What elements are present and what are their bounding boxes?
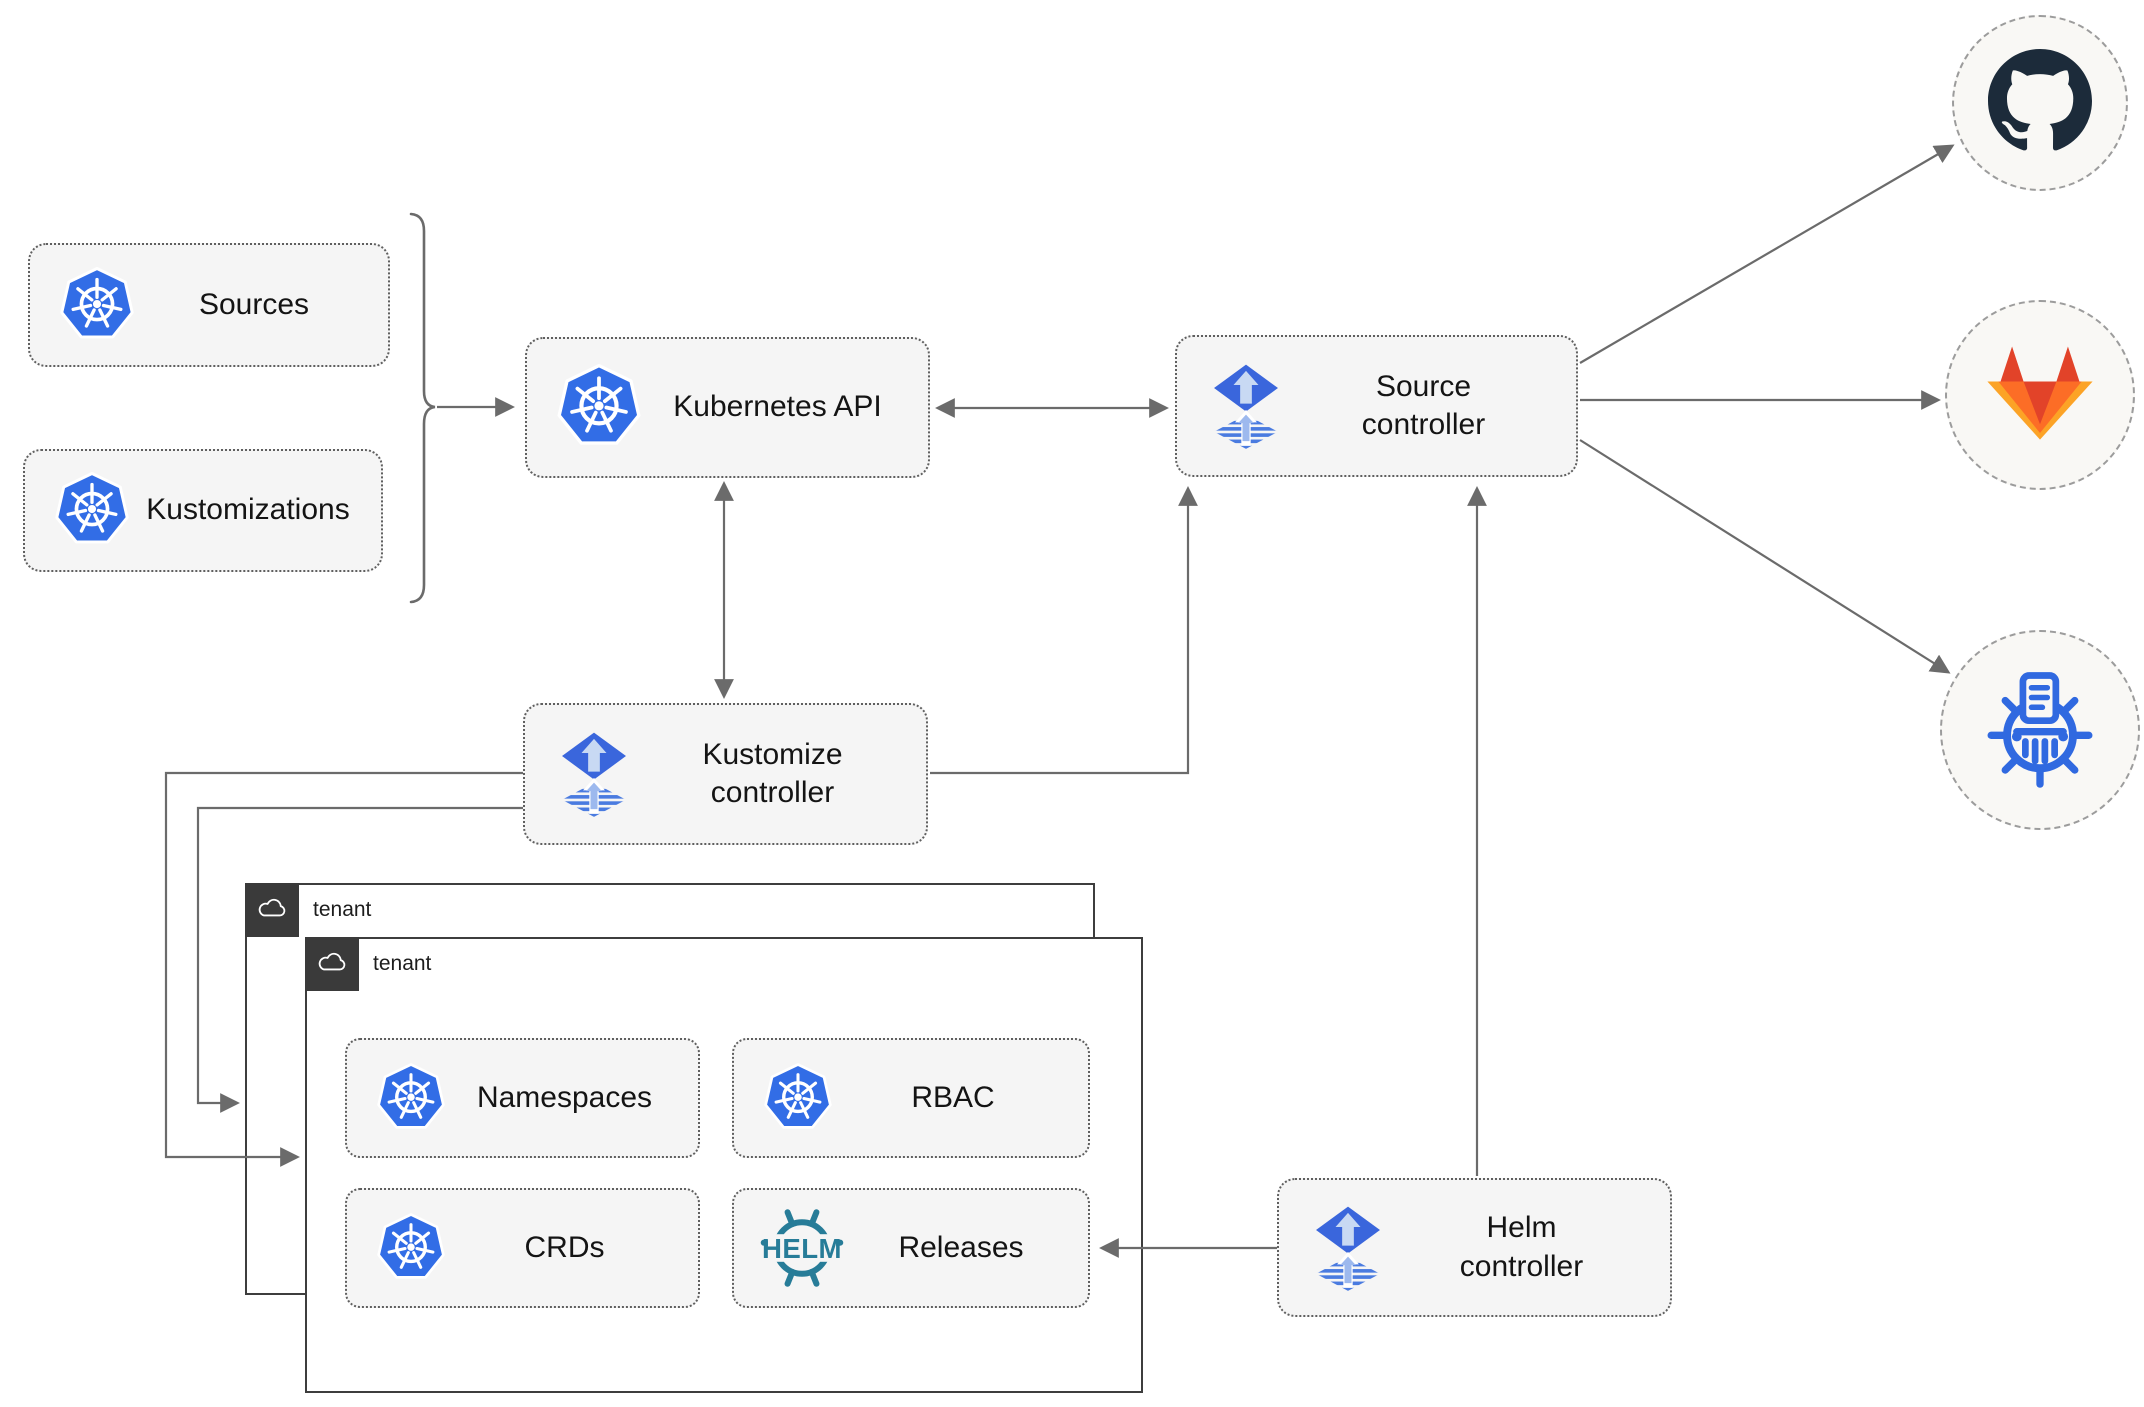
node-helm-controller: Helm controller [1277, 1178, 1672, 1317]
edge-kustomize-to-source-controller [930, 486, 1198, 775]
cloud-icon [315, 949, 349, 980]
cloud-icon [255, 895, 289, 926]
tenant-tag [305, 937, 359, 991]
node-sources: Sources [28, 243, 390, 367]
node-kustomizations: Kustomizations [23, 449, 383, 572]
tenant-label: tenant [373, 952, 432, 975]
kubernetes-icon [55, 472, 129, 549]
edge-source-to-github [1579, 144, 1955, 364]
kubernetes-icon [377, 1212, 445, 1284]
node-label: Kustomizations [146, 493, 350, 527]
bracket-sources-group [409, 212, 436, 604]
node-crds: CRDs [345, 1188, 700, 1308]
github-icon [1988, 48, 2092, 158]
tenant-tag [245, 883, 299, 937]
tenant-box-front: tenant [305, 937, 1143, 1393]
node-source-controller: Source controller [1175, 335, 1578, 477]
node-releases: HELM Releases [732, 1188, 1090, 1308]
chartmuseum-icon [1979, 667, 2101, 794]
tenant-label: tenant [313, 898, 372, 921]
node-kubernetes-api: Kubernetes API [525, 337, 930, 478]
helm-icon: HELM [756, 1202, 848, 1294]
node-github [1952, 15, 2128, 191]
kubernetes-icon [60, 266, 134, 344]
node-label: CRDs [524, 1230, 605, 1264]
node-label: Source controller [1361, 369, 1486, 441]
node-chartmuseum [1940, 630, 2140, 830]
node-namespaces: Namespaces [345, 1038, 700, 1158]
flux-icon [1207, 363, 1285, 449]
helm-wordmark: HELM [762, 1233, 842, 1264]
kubernetes-icon [377, 1062, 445, 1134]
flux-icon [555, 731, 633, 817]
kubernetes-icon [764, 1062, 832, 1134]
gitlab-icon [1985, 341, 2095, 449]
edge-source-to-chartmuseum [1579, 439, 1951, 674]
node-label: Sources [198, 287, 310, 321]
node-label: Helm controller [1459, 1211, 1584, 1283]
node-kustomize-controller: Kustomize controller [523, 703, 928, 845]
node-label: Kubernetes API [673, 390, 882, 424]
node-rbac: RBAC [732, 1038, 1090, 1158]
node-label: Kustomize controller [702, 737, 843, 809]
kubernetes-icon [557, 364, 641, 451]
node-label: Releases [898, 1230, 1024, 1264]
node-gitlab [1945, 300, 2135, 490]
flux-icon [1309, 1205, 1387, 1291]
node-label: RBAC [911, 1080, 995, 1114]
node-label: Namespaces [476, 1080, 653, 1114]
